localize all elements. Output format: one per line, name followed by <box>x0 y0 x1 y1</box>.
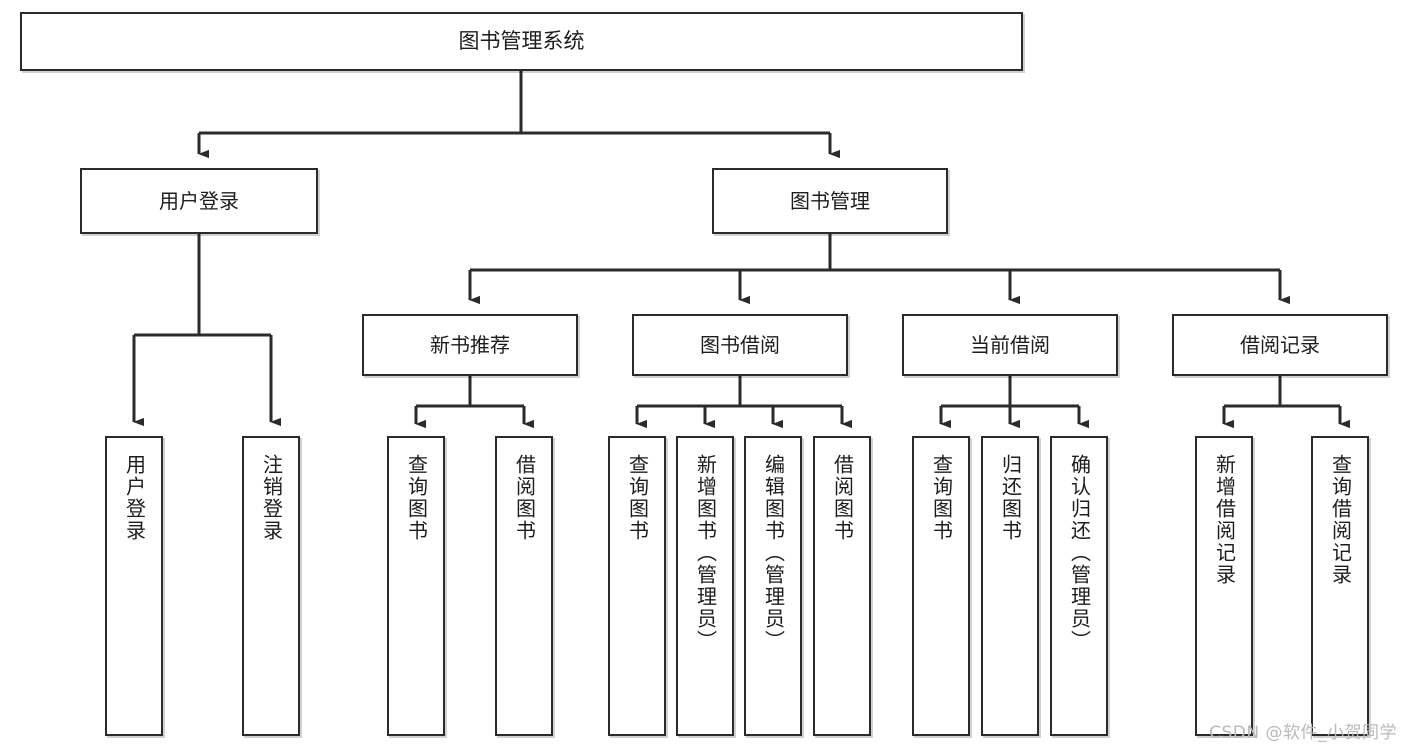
node-leaf-user-login-label: 用户登录 <box>122 454 147 542</box>
node-leaf-query-book-3-label: 查询图书 <box>929 454 954 542</box>
node-borrow-record[interactable]: 借阅记录 <box>1172 314 1388 376</box>
node-new-book-recommend-label: 新书推荐 <box>430 332 510 357</box>
node-leaf-add-book[interactable]: 新增图书（管理员） <box>676 436 734 736</box>
node-borrow-record-label: 借阅记录 <box>1240 332 1320 357</box>
node-leaf-edit-book[interactable]: 编辑图书（管理员） <box>744 436 802 736</box>
node-leaf-query-book-3[interactable]: 查询图书 <box>912 436 970 736</box>
node-current-borrow[interactable]: 当前借阅 <box>902 314 1118 376</box>
node-leaf-query-book-2-label: 查询图书 <box>625 454 650 542</box>
node-leaf-confirm-return[interactable]: 确认归还（管理员） <box>1050 436 1108 736</box>
node-leaf-query-book-1-label: 查询图书 <box>404 454 429 542</box>
node-user-login[interactable]: 用户登录 <box>80 168 318 234</box>
node-leaf-logout[interactable]: 注销登录 <box>242 436 300 736</box>
node-leaf-add-book-label: 新增图书（管理员） <box>693 454 718 652</box>
node-leaf-edit-book-label: 编辑图书（管理员） <box>761 454 786 652</box>
node-leaf-add-record[interactable]: 新增借阅记录 <box>1195 436 1253 736</box>
node-leaf-borrow-book-1-label: 借阅图书 <box>512 454 537 542</box>
node-leaf-query-record-label: 查询借阅记录 <box>1328 454 1353 586</box>
node-leaf-add-record-label: 新增借阅记录 <box>1212 454 1237 586</box>
node-root[interactable]: 图书管理系统 <box>20 12 1023 71</box>
node-leaf-user-login[interactable]: 用户登录 <box>105 436 163 736</box>
node-leaf-logout-label: 注销登录 <box>259 454 284 542</box>
node-book-borrow[interactable]: 图书借阅 <box>632 314 848 376</box>
node-leaf-borrow-book-1[interactable]: 借阅图书 <box>495 436 553 736</box>
watermark-text: CSDN @软件_小贺同学 <box>1209 723 1397 743</box>
node-leaf-return-book-label: 归还图书 <box>998 454 1023 542</box>
node-book-manage-label: 图书管理 <box>790 188 870 213</box>
node-new-book-recommend[interactable]: 新书推荐 <box>362 314 578 376</box>
node-leaf-borrow-book-2-label: 借阅图书 <box>830 454 855 542</box>
node-leaf-borrow-book-2[interactable]: 借阅图书 <box>813 436 871 736</box>
node-leaf-query-book-2[interactable]: 查询图书 <box>608 436 666 736</box>
node-leaf-return-book[interactable]: 归还图书 <box>981 436 1039 736</box>
node-leaf-query-record[interactable]: 查询借阅记录 <box>1311 436 1369 736</box>
node-book-manage[interactable]: 图书管理 <box>712 168 948 234</box>
node-root-label: 图书管理系统 <box>458 29 585 54</box>
node-leaf-confirm-return-label: 确认归还（管理员） <box>1067 454 1092 652</box>
node-leaf-query-book-1[interactable]: 查询图书 <box>387 436 445 736</box>
node-book-borrow-label: 图书借阅 <box>700 332 780 357</box>
node-user-login-label: 用户登录 <box>159 188 239 213</box>
node-current-borrow-label: 当前借阅 <box>970 332 1050 357</box>
